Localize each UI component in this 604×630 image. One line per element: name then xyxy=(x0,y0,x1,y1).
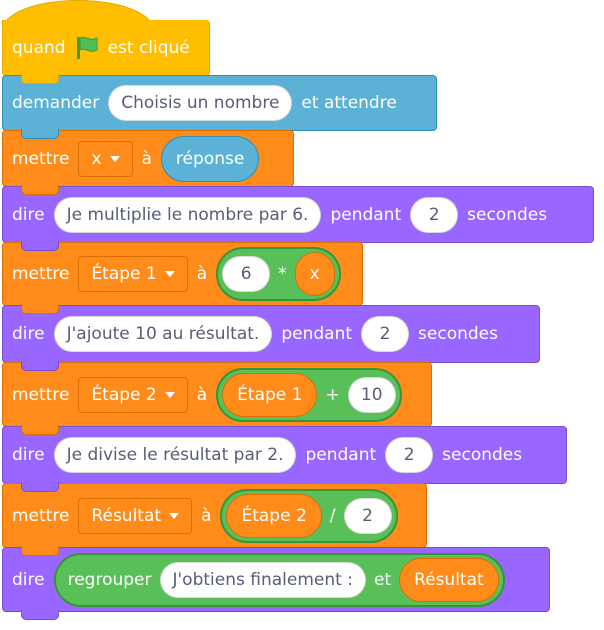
operator-symbol: + xyxy=(325,384,340,405)
variable-reporter[interactable]: Étape 1 xyxy=(222,372,318,417)
message-input[interactable]: Je multiplie le nombre par 6. xyxy=(53,196,322,233)
caret-down-icon xyxy=(109,155,120,162)
block-label: à xyxy=(141,148,152,169)
block-label: quand xyxy=(12,37,66,58)
block-label: pendant xyxy=(330,204,402,225)
block-label: à xyxy=(196,264,208,284)
block-label: demander xyxy=(12,93,100,113)
block-label: à xyxy=(201,505,212,526)
operand-input[interactable]: 10 xyxy=(347,376,396,413)
variable-dropdown[interactable]: x xyxy=(78,140,133,177)
variable-dropdown[interactable]: Étape 2 xyxy=(78,376,188,413)
dropdown-value: Étape 1 xyxy=(91,264,157,284)
say-for-secs-block[interactable]: dire J'ajoute 10 au résultat. pendant 2 … xyxy=(2,305,540,371)
say-for-secs-block[interactable]: dire Je multiplie le nombre par 6. penda… xyxy=(2,186,594,251)
set-variable-block[interactable]: mettre Étape 2 à Étape 1 + 10 xyxy=(2,362,432,435)
variable-reporter[interactable]: Résultat xyxy=(399,557,499,602)
answer-reporter[interactable]: réponse xyxy=(160,135,260,182)
block-label: mettre xyxy=(12,148,70,169)
block-label: regrouper xyxy=(67,569,152,590)
green-flag-icon xyxy=(76,36,98,59)
block-label: dire xyxy=(12,324,45,344)
block-label: à xyxy=(196,384,208,405)
block-label: et attendre xyxy=(301,93,397,113)
set-variable-block[interactable]: mettre Étape 1 à 6 * x xyxy=(2,242,363,314)
say-block[interactable]: dire regrouper J'obtiens finalement : et… xyxy=(2,547,550,620)
block-label: secondes xyxy=(418,324,498,344)
add-operator[interactable]: Étape 1 + 10 xyxy=(216,367,402,422)
variable-reporter[interactable]: x xyxy=(294,252,335,296)
caret-down-icon xyxy=(169,512,180,519)
dropdown-value: Résultat xyxy=(91,505,162,526)
block-label: pendant xyxy=(305,445,377,465)
block-label: dire xyxy=(12,445,45,465)
say-for-secs-block[interactable]: dire Je divise le résultat par 2. pendan… xyxy=(2,426,567,492)
dropdown-value: Étape 2 xyxy=(91,384,157,405)
block-label: et xyxy=(373,569,392,590)
when-flag-clicked-block[interactable]: quand est cliqué xyxy=(2,20,210,84)
block-label: mettre xyxy=(12,384,70,405)
message-input[interactable]: Je divise le résultat par 2. xyxy=(53,437,297,473)
block-label: mettre xyxy=(12,264,70,284)
ask-and-wait-block[interactable]: demander Choisis un nombre et attendre xyxy=(2,75,437,139)
operator-symbol: * xyxy=(278,264,287,284)
message-input[interactable]: J'ajoute 10 au résultat. xyxy=(53,316,273,352)
block-label: est cliqué xyxy=(107,37,190,58)
operand-input[interactable]: 6 xyxy=(222,256,271,292)
caret-down-icon xyxy=(164,391,175,398)
block-label: pendant xyxy=(281,324,353,344)
dropdown-value: x xyxy=(91,148,102,169)
caret-down-icon xyxy=(164,271,175,277)
seconds-input[interactable]: 2 xyxy=(410,196,459,233)
variable-reporter[interactable]: Étape 2 xyxy=(226,493,322,538)
block-label: secondes xyxy=(442,445,523,465)
block-label: mettre xyxy=(12,505,70,526)
seconds-input[interactable]: 2 xyxy=(361,316,410,352)
variable-dropdown[interactable]: Étape 1 xyxy=(78,256,188,292)
multiply-operator[interactable]: 6 * x xyxy=(216,247,341,301)
join-text-input[interactable]: J'obtiens finalement : xyxy=(159,561,366,598)
seconds-input[interactable]: 2 xyxy=(385,437,434,473)
operand-input[interactable]: 2 xyxy=(343,497,392,534)
set-variable-block[interactable]: mettre Résultat à Étape 2 / 2 xyxy=(2,483,427,556)
variable-dropdown[interactable]: Résultat xyxy=(78,497,193,534)
divide-operator[interactable]: Étape 2 / 2 xyxy=(220,488,398,543)
join-operator[interactable]: regrouper J'obtiens finalement : et Résu… xyxy=(53,552,505,607)
question-input[interactable]: Choisis un nombre xyxy=(108,85,293,121)
block-label: dire xyxy=(12,204,45,225)
block-label: dire xyxy=(12,569,45,590)
set-variable-block[interactable]: mettre x à réponse xyxy=(2,130,294,195)
operator-symbol: / xyxy=(329,505,336,526)
block-label: secondes xyxy=(467,204,548,225)
